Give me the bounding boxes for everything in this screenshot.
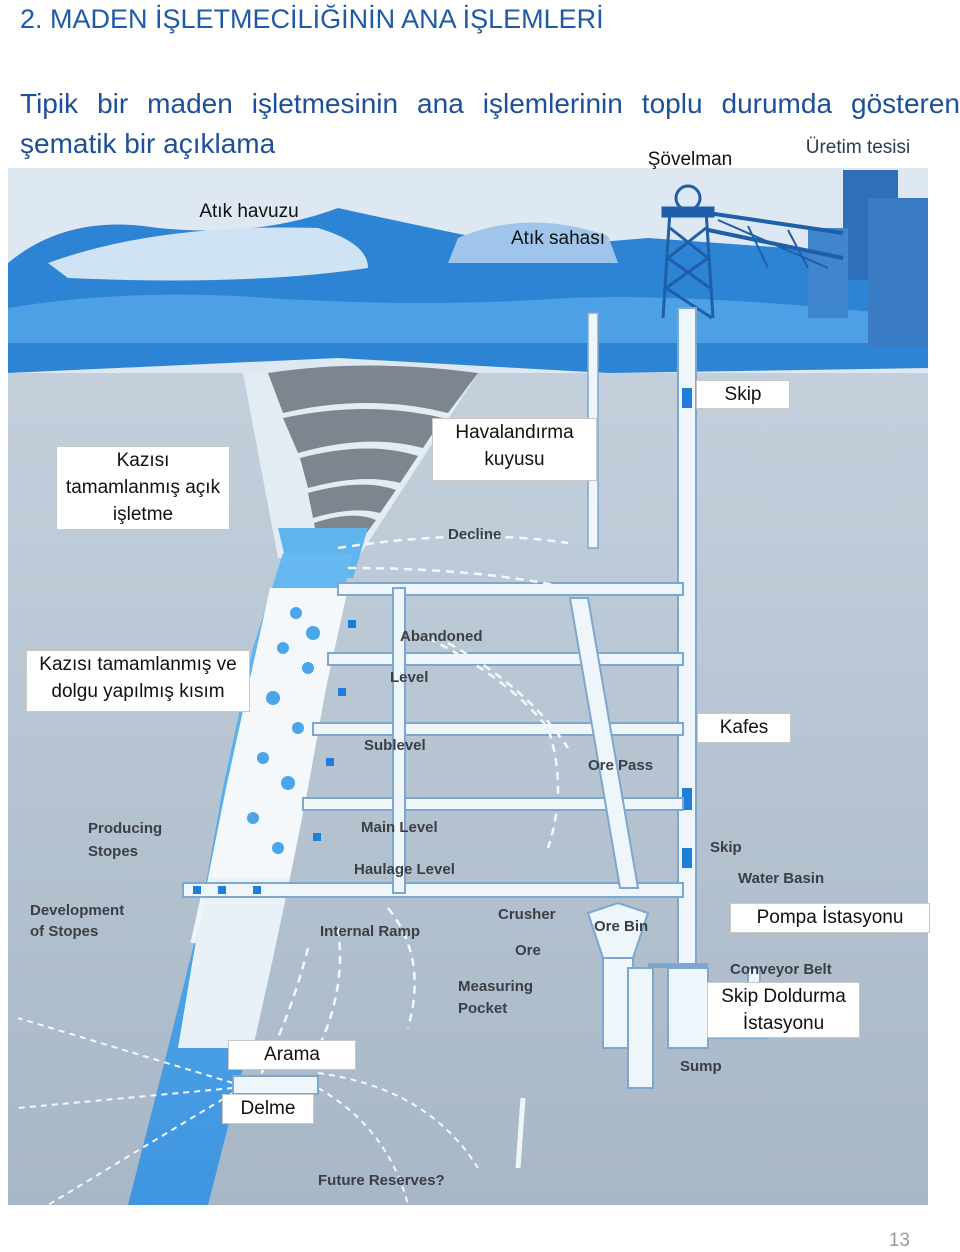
label-level: Level <box>390 669 428 686</box>
headframe <box>661 184 844 320</box>
label-main-level: Main Level <box>361 819 438 836</box>
label-havalandirma: Havalandırma kuyusu <box>432 418 597 481</box>
label-delme: Delme <box>222 1094 314 1124</box>
label-ore-bin: Ore Bin <box>594 918 648 935</box>
label-ore: Ore <box>515 942 541 959</box>
label-internal-ramp: Internal Ramp <box>320 923 420 940</box>
stope-development <box>190 897 526 1169</box>
surface-ridge <box>8 294 928 343</box>
label-kafes: Kafes <box>697 713 791 743</box>
backfilled-zone <box>208 588 348 878</box>
backfill-spots <box>247 607 320 854</box>
open-pit <box>243 365 478 578</box>
label-development: Development <box>30 902 124 919</box>
label-crusher: Crusher <box>498 906 556 923</box>
producing-stope <box>178 878 290 1048</box>
label-measuring: Measuring <box>458 978 533 995</box>
page-subtitle: Tipik bir maden işletmesinin ana işlemle… <box>20 88 960 159</box>
label-skip: Skip <box>710 839 742 856</box>
page-number: 13 <box>888 1230 910 1251</box>
mine-levels <box>182 582 684 898</box>
label-sublevel: Sublevel <box>364 737 426 754</box>
label-stopes: Stopes <box>88 843 138 860</box>
label-atik-havuzu: Atık havuzu <box>199 201 299 222</box>
label-decline: Decline <box>448 526 501 543</box>
plant-building-3 <box>808 228 848 318</box>
label-haulage-level: Haulage Level <box>354 861 455 878</box>
label-skip-top: Skip <box>696 380 790 409</box>
waste-dump <box>448 222 618 263</box>
label-atik-sahasi: Atık sahası <box>511 228 605 249</box>
label-abandoned: Abandoned <box>400 628 483 645</box>
label-of-stopes: of Stopes <box>30 923 98 940</box>
mine-diagram: Decline Abandoned Level Sublevel Ore Pas… <box>8 168 928 1205</box>
label-sump: Sump <box>680 1058 722 1075</box>
drill-rig <box>232 1075 319 1095</box>
mine-schematic: Decline Abandoned Level Sublevel Ore Pas… <box>8 168 928 1205</box>
label-pompa: Pompa İstasyonu <box>730 903 930 933</box>
label-skip-doldurma: Skip Doldurma İstasyonu <box>707 982 860 1038</box>
tailings-pond <box>48 227 368 281</box>
ore-pass <box>568 597 640 889</box>
label-water-basin: Water Basin <box>738 870 824 887</box>
label-kazisi-acik: Kazısı tamamlanmış açık işletme <box>56 446 230 530</box>
label-future-reserves: Future Reserves? <box>318 1172 445 1189</box>
label-ore-pass: Ore Pass <box>588 757 653 774</box>
label-sovelman: Şövelman <box>647 149 733 170</box>
plant-building-2 <box>868 198 928 348</box>
exploration-drillholes <box>17 1017 479 1205</box>
label-uretim-tesisi: Üretim tesisi <box>805 137 911 158</box>
label-kazisi-dolgu: Kazısı tamamlanmış ve dolgu yapılmış kıs… <box>26 650 250 712</box>
label-conveyor-belt: Conveyor Belt <box>730 961 832 978</box>
page-title: 2. MADEN İŞLETMECİLİĞİNİN ANA İŞLEMLERİ <box>20 4 604 34</box>
label-arama: Arama <box>228 1040 356 1070</box>
level-markers <box>193 620 356 894</box>
mine-shaft <box>677 307 697 1029</box>
label-producing: Producing <box>88 820 162 837</box>
label-pocket: Pocket <box>458 1000 507 1017</box>
conveyor-belt <box>648 963 708 968</box>
